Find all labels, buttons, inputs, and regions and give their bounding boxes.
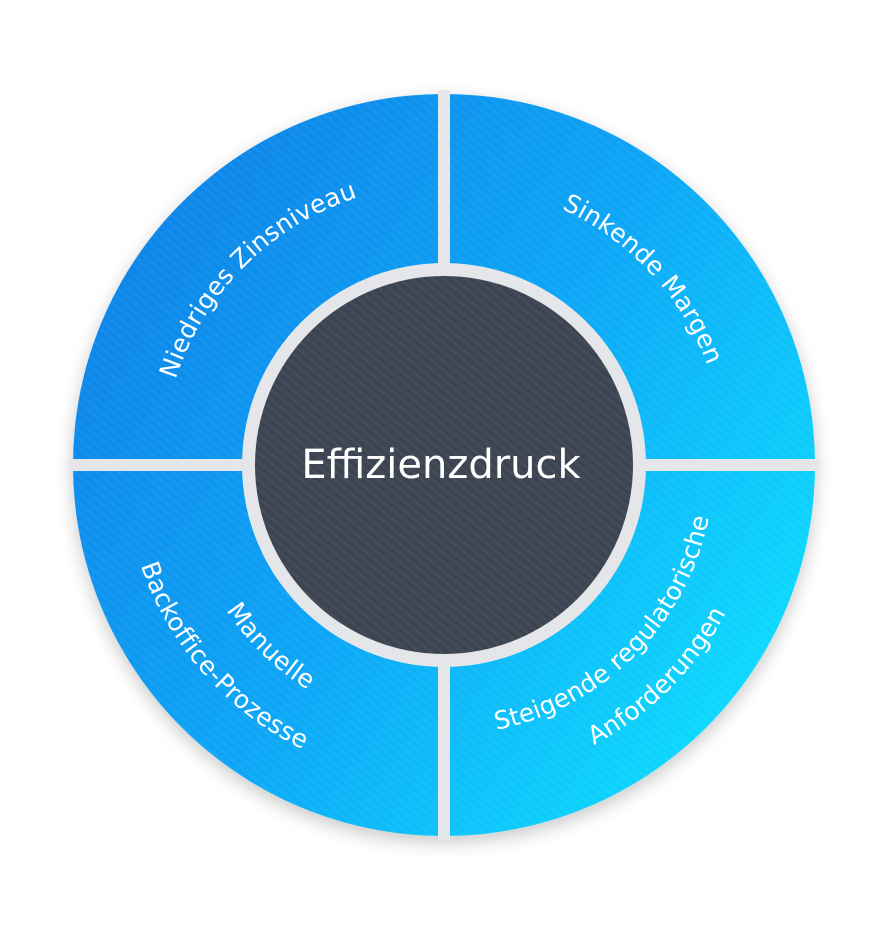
center-hub-texture	[255, 276, 633, 654]
center-title: Effizienzdruck	[301, 442, 581, 488]
